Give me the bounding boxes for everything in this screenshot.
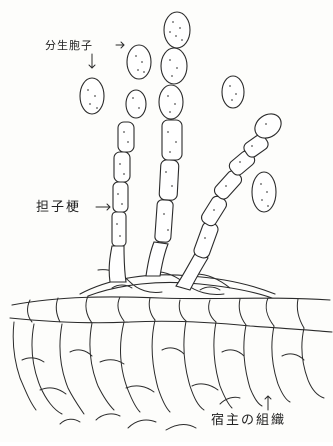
spore-top	[164, 12, 190, 48]
spore-right-lower	[252, 172, 276, 212]
conidiophore-left	[109, 90, 146, 282]
label-conidiophore: 担子梗	[36, 201, 81, 214]
spore-right-upper	[222, 76, 244, 108]
host-epidermis	[10, 296, 332, 332]
label-conidia: 分生胞子	[45, 40, 93, 51]
spore-upper-left	[127, 45, 151, 79]
spore-left	[80, 78, 104, 114]
conidiophore-center	[146, 48, 187, 276]
label-host-tissue: 宿主の組織	[211, 414, 286, 427]
